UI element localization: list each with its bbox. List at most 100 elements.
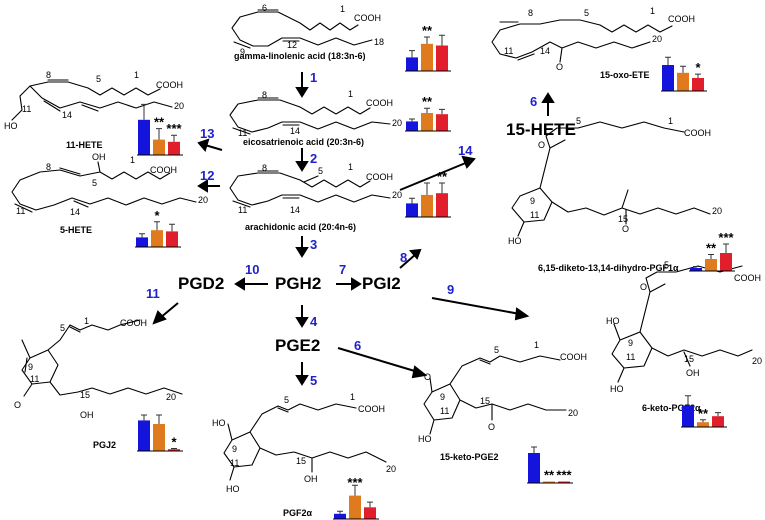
step-6: 6 xyxy=(354,338,362,353)
label-eta: eicosatrienoic acid (20:3n-6) xyxy=(243,137,365,147)
atom-number: 1 xyxy=(348,162,354,172)
atom-number: 9 xyxy=(28,362,34,372)
bar-plot: ** xyxy=(405,23,451,72)
atom-cooh: COOH xyxy=(120,318,147,328)
error-bar xyxy=(723,243,729,253)
bar-chart-eta: ** xyxy=(404,92,454,132)
error-bar xyxy=(171,134,177,142)
label-aa: arachidonic acid (20:4n-6) xyxy=(245,222,357,232)
error-bar xyxy=(424,182,430,195)
atom-number: 9 xyxy=(240,47,246,57)
step-6-to-oxo: 6 xyxy=(530,94,538,109)
step-9: 9 xyxy=(447,282,455,297)
bar-3 xyxy=(720,253,732,271)
atom-number: 8 xyxy=(528,8,534,18)
bar-2 xyxy=(421,43,433,71)
atom-number: 14 xyxy=(290,126,301,136)
bar-plot: ***** xyxy=(137,103,183,156)
atom-cooh: COOH xyxy=(156,80,183,90)
bar-1 xyxy=(406,203,418,217)
arrow-step-6-pge2 xyxy=(337,347,419,373)
significance-mark: ** xyxy=(698,406,709,421)
label-5-hete: 5-HETE xyxy=(60,225,93,235)
bar-chart-6-keto-pgf2a: ** xyxy=(680,388,730,428)
label-6-keto-pgf2a: 6-keto-PGF2α xyxy=(642,403,701,413)
significance-mark: * xyxy=(695,60,701,75)
atom-number: 11 xyxy=(30,374,40,384)
atom-number: 20 xyxy=(198,195,209,205)
bar-1 xyxy=(662,65,674,91)
atom-number: 8 xyxy=(262,90,268,100)
bar-2 xyxy=(421,113,433,131)
atom-o: O xyxy=(14,400,22,410)
error-bar xyxy=(708,254,714,259)
atom-number: 1 xyxy=(650,6,656,16)
error-bar xyxy=(665,56,671,65)
significance-mark: * xyxy=(154,208,160,223)
bar-1 xyxy=(528,453,540,483)
atom-number: 5 xyxy=(96,74,102,84)
atom-number: 1 xyxy=(84,316,90,326)
bar-2 xyxy=(151,230,163,247)
arrow-step-8 xyxy=(399,253,417,269)
step-14: 14 xyxy=(458,143,473,158)
label-11-hete: 11-HETE xyxy=(66,140,103,150)
atom-oh: OH xyxy=(92,152,106,162)
atom-number: 1 xyxy=(134,70,140,80)
step-13: 13 xyxy=(200,126,215,141)
bar-3 xyxy=(364,507,376,519)
label-pgf2a: PGF2α xyxy=(283,508,313,518)
error-bar xyxy=(367,501,373,508)
atom-number: 11 xyxy=(238,128,248,138)
bar-2 xyxy=(697,422,709,427)
significance-mark: ** xyxy=(544,468,555,483)
atom-number: 9 xyxy=(530,196,536,206)
error-bar xyxy=(531,446,537,453)
atom-cooh: COOH xyxy=(358,404,385,414)
oxoete-structure xyxy=(491,19,673,63)
atom-o: O xyxy=(538,140,546,150)
atom-ho: HO xyxy=(4,121,18,131)
error-bar xyxy=(154,221,160,231)
atom-number: 15 xyxy=(296,456,307,466)
bar-plot: ** xyxy=(681,395,727,428)
bar-2 xyxy=(421,194,433,217)
bar-1 xyxy=(136,237,148,247)
atom-cooh: COOH xyxy=(668,14,695,24)
atom-number: 20 xyxy=(392,118,403,128)
label-pgd2: PGD2 xyxy=(178,274,225,293)
significance-mark: ** xyxy=(422,23,433,38)
error-bar xyxy=(139,233,145,238)
bar-3 xyxy=(168,141,180,155)
error-bar xyxy=(439,108,445,115)
bar-plot: * xyxy=(661,56,707,92)
significance-mark: *** xyxy=(556,468,572,483)
atom-cooh: COOH xyxy=(684,128,711,138)
atom-number: 9 xyxy=(232,444,238,454)
bar-2 xyxy=(153,139,165,155)
error-bar xyxy=(156,414,162,424)
bar-2 xyxy=(153,424,165,451)
ketopge2-structure xyxy=(423,355,567,435)
atom-o: O xyxy=(640,282,648,292)
atom-number: 5 xyxy=(584,8,590,18)
error-bar xyxy=(156,128,162,140)
hete5-structure xyxy=(11,161,197,213)
atom-number: 11 xyxy=(530,210,540,220)
atom-number: 20 xyxy=(568,408,579,418)
atom-ho: HO xyxy=(508,236,522,246)
bar-1 xyxy=(138,119,150,155)
atom-ho: HO xyxy=(418,434,432,444)
atom-number: 9 xyxy=(628,338,634,348)
bar-1 xyxy=(138,420,150,451)
error-bar xyxy=(409,118,415,122)
gla-structure xyxy=(231,9,373,49)
step-10: 10 xyxy=(245,262,260,277)
atom-o: O xyxy=(622,224,630,234)
atom-number: 5 xyxy=(576,116,582,126)
atom-oh: OH xyxy=(80,410,94,420)
bar-2 xyxy=(543,481,555,483)
pgf2a-structure xyxy=(223,403,387,481)
step-1: 1 xyxy=(310,70,318,85)
atom-number: 11 xyxy=(230,458,240,468)
